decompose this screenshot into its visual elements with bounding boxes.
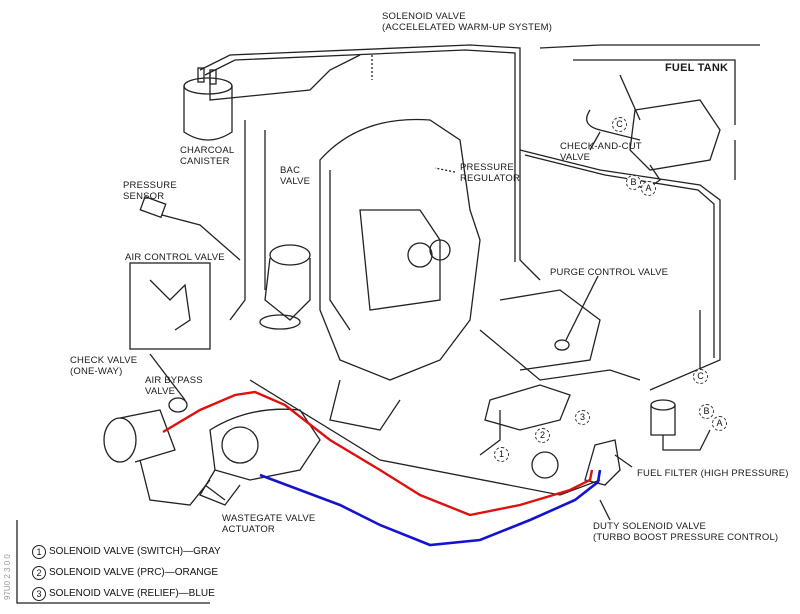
- label-air-bypass-valve: AIR BYPASS VALVE: [145, 375, 203, 397]
- connector-c-tank: C: [612, 117, 627, 132]
- legend-item: 1 SOLENOID VALVE (SWITCH)—GRAY: [32, 541, 221, 562]
- cap-shape: [531, 451, 559, 479]
- label-purge-control-valve: PURGE CONTROL VALVE: [550, 267, 669, 278]
- connector-a-tank: A: [641, 181, 656, 196]
- label-wastegate-actuator: WASTEGATE VALVE ACTUATOR: [222, 513, 316, 535]
- label-bac-valve: BAC VALVE: [280, 165, 311, 187]
- label-fuel-filter: FUEL FILTER (HIGH PRESSURE): [637, 468, 789, 479]
- canister-hose: [209, 54, 361, 101]
- fuel-filter-shape: [650, 399, 711, 451]
- callout-1: 1: [494, 447, 509, 462]
- legend-item: 2 SOLENOID VALVE (PRC)—ORANGE: [32, 562, 221, 583]
- purge-control-valve-shape: [554, 339, 570, 351]
- side-code: 97U0 2 3 0 0: [3, 554, 12, 600]
- bac-valve-shape: [259, 244, 311, 330]
- connector-b-filter: B: [699, 404, 714, 419]
- legend-frame: [16, 520, 210, 604]
- label-fuel-tank: FUEL TANK: [665, 62, 729, 74]
- label-pressure-regulator: PRESSURE REGULATOR: [460, 162, 521, 184]
- fuel-tank-box: [573, 59, 736, 125]
- charcoal-canister-shape: [183, 67, 233, 141]
- legend-number: 2: [32, 565, 46, 580]
- label-pressure-sensor: PRESSURE SENSOR: [123, 180, 177, 202]
- label-solenoid-accel: SOLENOID VALVE (ACCELELATED WARM-UP SYST…: [382, 11, 553, 33]
- label-check-valve: CHECK VALVE (ONE-WAY): [70, 355, 138, 377]
- connector-a-filter: A: [712, 416, 727, 431]
- legend-number: 3: [32, 586, 46, 601]
- pressure-sensor-shape: [139, 195, 167, 219]
- fuel-tank-shape: [629, 99, 721, 171]
- duty-solenoid-shape: [584, 439, 621, 486]
- label-charcoal-canister: CHARCOAL CANISTER: [180, 145, 235, 167]
- top-hose-run-2: [204, 49, 516, 262]
- top-right-hose: [539, 44, 760, 49]
- top-hose-run: [199, 44, 541, 281]
- connector-b-tank: B: [626, 175, 641, 190]
- blue-hose: [259, 469, 602, 547]
- callout-3: 3: [575, 410, 590, 425]
- label-duty-solenoid: DUTY SOLENOID VALVE (TURBO BOOST PRESSUR…: [593, 521, 779, 543]
- legend-item: 3 SOLENOID VALVE (RELIEF)—BLUE: [32, 583, 221, 604]
- legend-text: SOLENOID VALVE (SWITCH)—GRAY: [49, 546, 221, 557]
- label-check-and-cut-valve: CHECK-AND-CUT VALVE: [560, 141, 642, 163]
- air-bypass-valve-shape: [168, 397, 188, 413]
- label-air-control-valve: AIR CONTROL VALVE: [125, 252, 225, 263]
- legend-text: SOLENOID VALVE (PRC)—ORANGE: [49, 567, 219, 578]
- left-vertical-hose: [229, 120, 246, 321]
- legend-number: 1: [32, 544, 46, 559]
- engine-block-shape: [319, 118, 481, 431]
- connector-c-filter: C: [693, 369, 708, 384]
- air-control-valve-box: [129, 262, 211, 350]
- callout-2: 2: [535, 428, 550, 443]
- legend: 1 SOLENOID VALVE (SWITCH)—GRAY 2 SOLENOI…: [32, 541, 221, 604]
- red-hose: [162, 390, 594, 517]
- right-hose-run: [519, 149, 721, 391]
- legend-text: SOLENOID VALVE (RELIEF)—BLUE: [49, 588, 215, 599]
